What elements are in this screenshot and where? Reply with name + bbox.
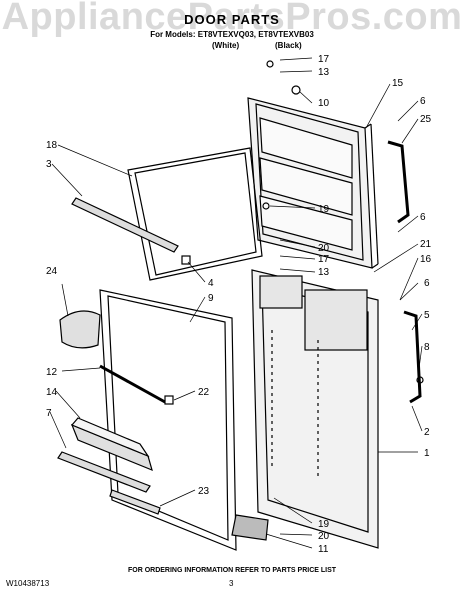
toe-grille [231, 514, 269, 541]
callout: 20 [318, 243, 330, 254]
callout: 6 [420, 212, 426, 223]
screw-8 [416, 376, 424, 384]
lower-shelf [109, 489, 161, 515]
color-white-label: (White) [212, 41, 240, 50]
callout: 9 [208, 293, 214, 304]
callout: 13 [318, 67, 330, 78]
ordering-info: FOR ORDERING INFORMATION REFER TO PARTS … [127, 567, 337, 574]
callout: 22 [198, 387, 210, 398]
page-title: DOOR PARTS [184, 12, 280, 27]
callout: 18 [46, 140, 58, 151]
callout: 15 [392, 78, 404, 89]
callout: 3 [46, 159, 52, 170]
door-shelf [57, 451, 151, 493]
callout: 1 [424, 448, 430, 459]
callout: 6 [420, 96, 426, 107]
callout: 11 [318, 544, 329, 555]
callout: 12 [46, 367, 58, 378]
callout: 24 [46, 266, 58, 277]
callout: 10 [318, 98, 330, 109]
callout: 8 [424, 342, 430, 353]
callout: 7 [46, 408, 52, 419]
callout: 2 [424, 427, 430, 438]
model-numbers: For Models: ET8VTEXVQ03, ET8VTEXVB03 [150, 30, 314, 39]
door-bin [70, 417, 153, 472]
fresh-food-gasket [99, 289, 237, 551]
callout: 5 [424, 310, 430, 321]
color-black-label: (Black) [275, 41, 302, 50]
screw-17 [266, 60, 274, 68]
callouts: 17 13 15 10 6 25 18 3 19 20 17 13 6 21 1… [46, 54, 432, 555]
freezer-handle [387, 140, 410, 224]
page-number: 3 [229, 579, 234, 588]
fresh-food-handle [403, 310, 422, 404]
clip-4 [181, 255, 191, 265]
document-number: W10438713 [6, 579, 50, 588]
callout: 6 [424, 278, 430, 289]
callout: 16 [420, 254, 432, 265]
leader-lines [49, 57, 423, 549]
dairy-door [59, 310, 101, 349]
callout: 19 [318, 519, 330, 530]
freezer-door [247, 97, 379, 269]
callout: 13 [318, 267, 330, 278]
freezer-door-shelf [71, 197, 179, 253]
callout: 23 [198, 486, 210, 497]
callout: 4 [208, 278, 214, 289]
callout: 14 [46, 387, 58, 398]
fresh-food-door [251, 269, 379, 549]
stop-19 [262, 202, 270, 210]
callout: 25 [420, 114, 432, 125]
watermark: AppliancePartsPros.com [1, 0, 463, 38]
callout: 20 [318, 531, 330, 542]
rail [99, 364, 166, 404]
freezer-door-gasket [127, 147, 263, 281]
callout: 17 [318, 54, 330, 65]
callout: 19 [318, 204, 330, 215]
cap-22 [164, 395, 174, 405]
callout: 17 [318, 254, 330, 265]
callout: 21 [420, 239, 432, 250]
hinge-pin-10 [291, 85, 301, 95]
